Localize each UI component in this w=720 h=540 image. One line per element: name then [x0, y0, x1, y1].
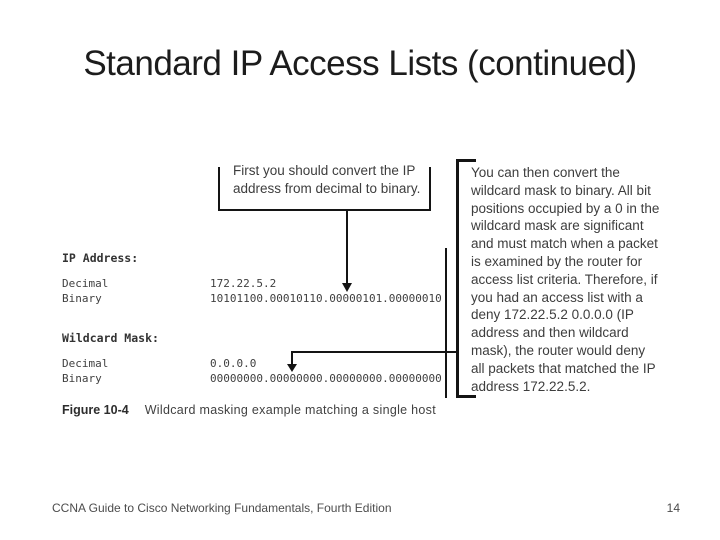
ip-arrow-shaft [346, 209, 348, 284]
wildcard-binary-value: 00000000.00000000.00000000.00000000 [210, 372, 442, 385]
figure-caption-label: Figure 10-4 [62, 403, 129, 417]
wildcard-arrow-head-icon [287, 364, 297, 372]
ip-binary-value: 10101100.00010110.00000101.00000010 [210, 292, 442, 305]
ip-decimal-label: Decimal [62, 277, 109, 290]
wildcard-mask-heading: Wildcard Mask: [62, 331, 159, 345]
ip-arrow-head-icon [342, 283, 352, 292]
figure-caption-text: Wildcard masking example matching a sing… [144, 403, 436, 417]
left-callout-bracket [218, 167, 431, 211]
slide-title: Standard IP Access Lists (continued) [83, 44, 637, 83]
footer-page-number: 14 [666, 501, 680, 515]
wildcard-decimal-label: Decimal [62, 357, 109, 370]
right-callout-bracket-top-tick [456, 159, 476, 162]
footer-book-title: CCNA Guide to Cisco Networking Fundament… [52, 501, 392, 515]
wildcard-binary-label: Binary [62, 372, 102, 385]
wildcard-arrow-vertical [291, 351, 293, 365]
left-callout-text: First you should convert the IP address … [233, 163, 421, 196]
figure-divider-line [445, 248, 447, 398]
wildcard-arrow-horizontal [291, 351, 457, 353]
right-callout-bracket [456, 159, 459, 398]
right-callout-bracket-bottom-tick [456, 395, 476, 398]
right-callout-text: You can then convert the wildcard mask t… [471, 165, 660, 394]
ip-decimal-value: 172.22.5.2 [210, 277, 277, 290]
ip-binary-label: Binary [62, 292, 102, 305]
wildcard-decimal-value: 0.0.0.0 [210, 357, 257, 370]
figure-caption: Figure 10-4 Wildcard masking example matc… [62, 403, 436, 417]
ip-address-heading: IP Address: [62, 251, 139, 265]
